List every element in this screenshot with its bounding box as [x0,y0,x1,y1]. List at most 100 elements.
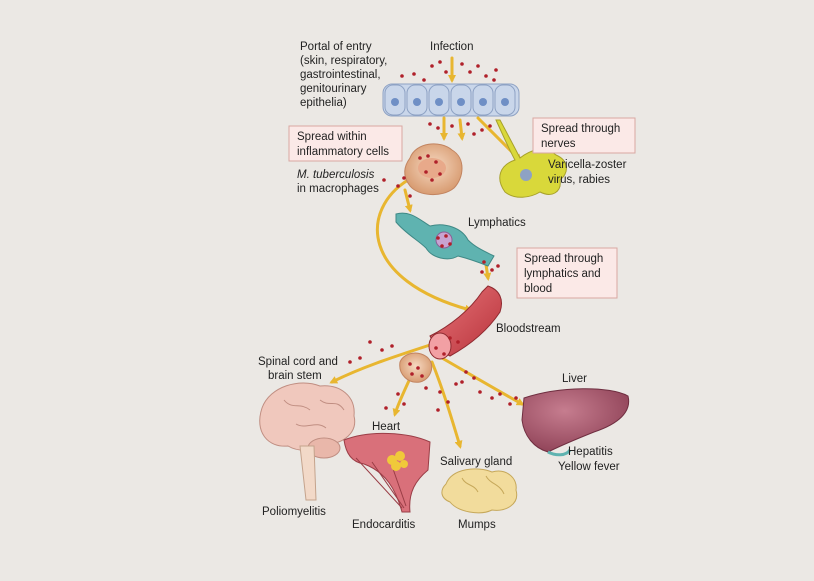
microbe-dot [448,242,452,246]
microbe-dot [492,78,496,82]
mumps-label: Mumps [458,519,496,531]
varicella-label: Varicella-zoster virus, rabies [548,159,630,186]
heart-illustration [343,433,431,513]
bloodstream-label: Bloodstream [496,323,561,335]
microbe-dot [402,402,406,406]
microbe-dot [444,234,448,238]
microbe-dot [368,340,372,344]
spread-lymph-label: Spread through lymphatics and blood [524,253,607,295]
microbe-dot [422,78,426,82]
spread-nerves-label: Spread through nerves [541,123,624,150]
spread-nerves-box [532,117,636,154]
microbe-dot [402,176,406,180]
microbe-dot [454,382,458,386]
arrow-to-liver [440,356,525,406]
microbe-dot [426,154,430,158]
microbe-dot [484,74,488,78]
microbe-dot [424,386,428,390]
microbe-dot [496,264,500,268]
microbe-dot [384,406,388,410]
liver-label: Liver [562,373,587,385]
microbe-dot [436,236,440,240]
epithelial-layer [382,83,520,117]
microbe-dot [390,344,394,348]
microbe-dot [412,72,416,76]
microbe-dot [480,270,484,274]
microbe-dot [498,392,502,396]
microbe-dot [472,132,476,136]
microbe-dot [490,396,494,400]
microbe-dot [408,362,412,366]
microbe-dot [382,178,386,182]
microbe-dot [348,360,352,364]
lymphatic-vessel [395,212,495,267]
microbe-dot [396,184,400,188]
microbe-dot [472,376,476,380]
microbe-dot [396,392,400,396]
liver-illustration [521,388,630,457]
spread-lymph-box [516,247,618,299]
spread-inflammatory-label: Spread within inflammatory cells [297,131,389,158]
microbe-dot [424,170,428,174]
microbe-dot [438,60,442,64]
microbe-dot [438,390,442,394]
microbe-dot [380,348,384,352]
spinal-label: Spinal cord and brain stem [258,356,341,382]
arrow-macro-to-blood [376,178,473,313]
heart-label: Heart [372,421,401,433]
microbe-dot [482,260,486,264]
microbe-dot [466,122,470,126]
blood-vessel [428,285,502,360]
microbe-dot [430,178,434,182]
microbe-dot [408,194,412,198]
hepatitis-label: Hepatitis Yellow fever [558,446,620,473]
microbe-dot [476,64,480,68]
microbe-dot [508,402,512,406]
microbe-dot [460,380,464,384]
microbe-dot [464,370,468,374]
microbe-dot [448,336,452,340]
portal-label: Portal of entry (skin, respiratory, gast… [300,41,391,109]
microbe-dot [428,122,432,126]
microbe-dot [456,340,460,344]
microbe-dot [420,374,424,378]
microbe-dot [450,124,454,128]
spread-inflammatory-box [288,125,403,162]
brain-illustration [259,382,356,501]
endocarditis-label: Endocarditis [352,519,416,531]
microbe-dot [436,408,440,412]
portal-line: epithelia) [300,97,347,109]
microbe-dot [480,128,484,132]
microbe-dots [348,60,518,412]
macrophage-cell-small [399,352,433,383]
microbe-dot [358,356,362,360]
mtb-label: M. tuberculosis in macrophages [297,169,379,195]
microbe-dot [468,70,472,74]
salivary-label: Salivary gland [440,456,512,468]
microbe-dot [400,74,404,78]
salivary-gland-illustration [441,468,518,514]
microbe-dot [410,372,414,376]
microbe-dot [494,68,498,72]
arrow-to-brain [329,343,432,384]
microbe-dot [430,64,434,68]
arrow-macro-to-lymph [403,188,413,213]
microbe-dot [490,268,494,272]
microbe-dot [438,172,442,176]
microbe-dot [434,160,438,164]
microbe-dot [434,346,438,350]
microbe-dot [488,124,492,128]
poliomyelitis-label: Poliomyelitis [262,506,326,518]
lymphatics-label: Lymphatics [468,217,526,229]
neuron-cell [495,119,567,198]
microbe-dot [460,62,464,66]
portal-line: Portal of entry [300,41,372,53]
portal-line: (skin, respiratory, [300,55,387,67]
microbe-dot [442,352,446,356]
spread-arrows [329,56,525,449]
microbe-dot [436,126,440,130]
microbe-dot [446,400,450,404]
arrow-to-salivary [430,360,463,449]
